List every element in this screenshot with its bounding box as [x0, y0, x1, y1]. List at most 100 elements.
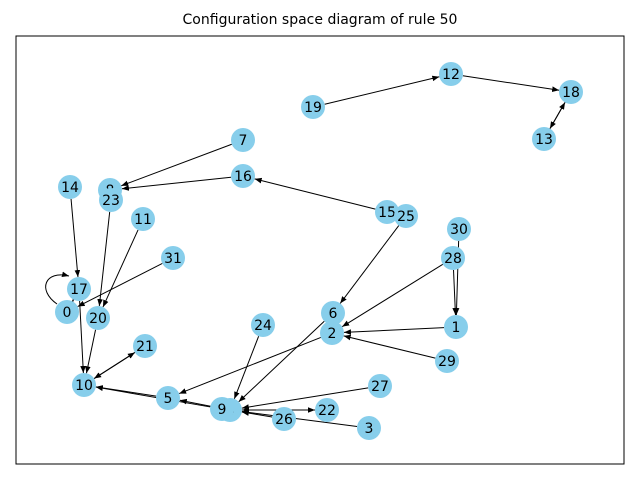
node-label: 12 [442, 67, 460, 83]
edge-6-to-4 [238, 320, 325, 403]
diagram-title: Configuration space diagram of rule 50 [182, 12, 458, 28]
edge-27-to-4 [241, 387, 369, 410]
graph-node-28: 28 [441, 246, 465, 270]
edge-17-to-10 [79, 300, 86, 374]
node-label: 20 [89, 311, 107, 327]
node-label: 10 [75, 378, 93, 394]
node-circle [156, 386, 180, 410]
node-label: 13 [535, 132, 553, 148]
graph-node-10: 10 [72, 373, 96, 397]
node-circle [559, 80, 583, 104]
node-label: 17 [70, 282, 88, 298]
node-label: 24 [254, 318, 272, 334]
node-circle [532, 127, 556, 151]
edge-31-to-0 [77, 263, 163, 307]
node-circle [72, 373, 96, 397]
node-circle [320, 321, 344, 345]
node-label: 2 [328, 326, 337, 342]
edge-25-to-6 [339, 225, 400, 304]
graph-node-3: 3 [357, 416, 381, 440]
edge-11-to-20 [102, 229, 139, 308]
node-circle [301, 95, 325, 119]
graph-node-24: 24 [251, 313, 275, 337]
node-circle [394, 204, 418, 228]
graph-node-19: 19 [301, 95, 325, 119]
graph-node-22: 22 [315, 398, 339, 422]
node-circle [435, 349, 459, 373]
edge-2-to-5 [178, 336, 322, 395]
node-circle [55, 300, 79, 324]
node-label: 28 [444, 251, 462, 267]
node-label: 14 [61, 180, 79, 196]
graph-node-26: 26 [272, 407, 296, 431]
node-circle [99, 188, 123, 212]
node-circle [58, 175, 82, 199]
edge-layer [45, 75, 566, 427]
graph-node-0: 0 [55, 300, 79, 324]
node-circle [133, 334, 157, 358]
graph-node-12: 12 [439, 62, 463, 86]
node-label: 0 [63, 305, 72, 321]
self-loop-edge-0 [45, 271, 70, 305]
graph-node-20: 20 [86, 306, 110, 330]
graph-node-21: 21 [133, 334, 157, 358]
edge-15-to-16 [254, 177, 376, 210]
node-label: 26 [275, 412, 293, 428]
graph-node-1: 1 [444, 315, 468, 339]
graph-node-30: 30 [447, 217, 471, 241]
edge-19-to-12 [324, 75, 440, 105]
graph-node-25: 25 [394, 204, 418, 228]
edge-23-to-20 [97, 211, 111, 307]
node-circle [375, 200, 399, 224]
graph-node-2: 2 [320, 321, 344, 345]
node-label: 22 [318, 403, 336, 419]
graph-node-5: 5 [156, 386, 180, 410]
node-label: 25 [397, 209, 415, 225]
graph-node-11: 11 [131, 207, 155, 231]
node-circle [210, 397, 234, 421]
node-circle [86, 306, 110, 330]
edge-16-to-8 [121, 176, 232, 191]
node-circle [231, 128, 255, 152]
edge-3-to-4 [241, 409, 358, 427]
graph-node-15: 15 [375, 200, 399, 224]
graph-node-13: 13 [532, 127, 556, 151]
node-circle [357, 416, 381, 440]
edge-14-to-17 [70, 198, 81, 278]
node-circle [441, 246, 465, 270]
node-label: 18 [562, 85, 580, 101]
graph-node-6: 6 [321, 301, 345, 325]
node-label: 7 [239, 133, 248, 149]
graph-node-7: 7 [231, 128, 255, 152]
node-circle [439, 62, 463, 86]
node-circle [272, 407, 296, 431]
node-label: 9 [218, 402, 227, 418]
node-label: 19 [304, 100, 322, 116]
edge-9-to-10 [95, 385, 211, 408]
edge-13-to-18 [549, 102, 566, 129]
edge-24-to-4 [233, 336, 260, 399]
node-label: 11 [134, 212, 152, 228]
node-label: 6 [329, 306, 338, 322]
node-label: 23 [102, 193, 120, 209]
node-label: 31 [164, 251, 182, 267]
graph-node-14: 14 [58, 175, 82, 199]
edge-7-to-8 [121, 143, 232, 187]
node-label: 5 [164, 391, 173, 407]
edge-17-to-0 [72, 293, 79, 302]
node-circle [368, 374, 392, 398]
node-circle [315, 398, 339, 422]
node-label: 30 [450, 222, 468, 238]
node-label: 29 [438, 354, 456, 370]
plot-frame [15, 35, 625, 465]
graph-node-27: 27 [368, 374, 392, 398]
edge-12-to-18 [462, 75, 560, 92]
graph-node-29: 29 [435, 349, 459, 373]
graph-node-9: 9 [210, 397, 234, 421]
node-label: 3 [365, 421, 374, 437]
node-circle [231, 164, 255, 188]
edge-28-to-2 [341, 263, 444, 328]
node-circle [131, 207, 155, 231]
node-circle [67, 277, 91, 301]
